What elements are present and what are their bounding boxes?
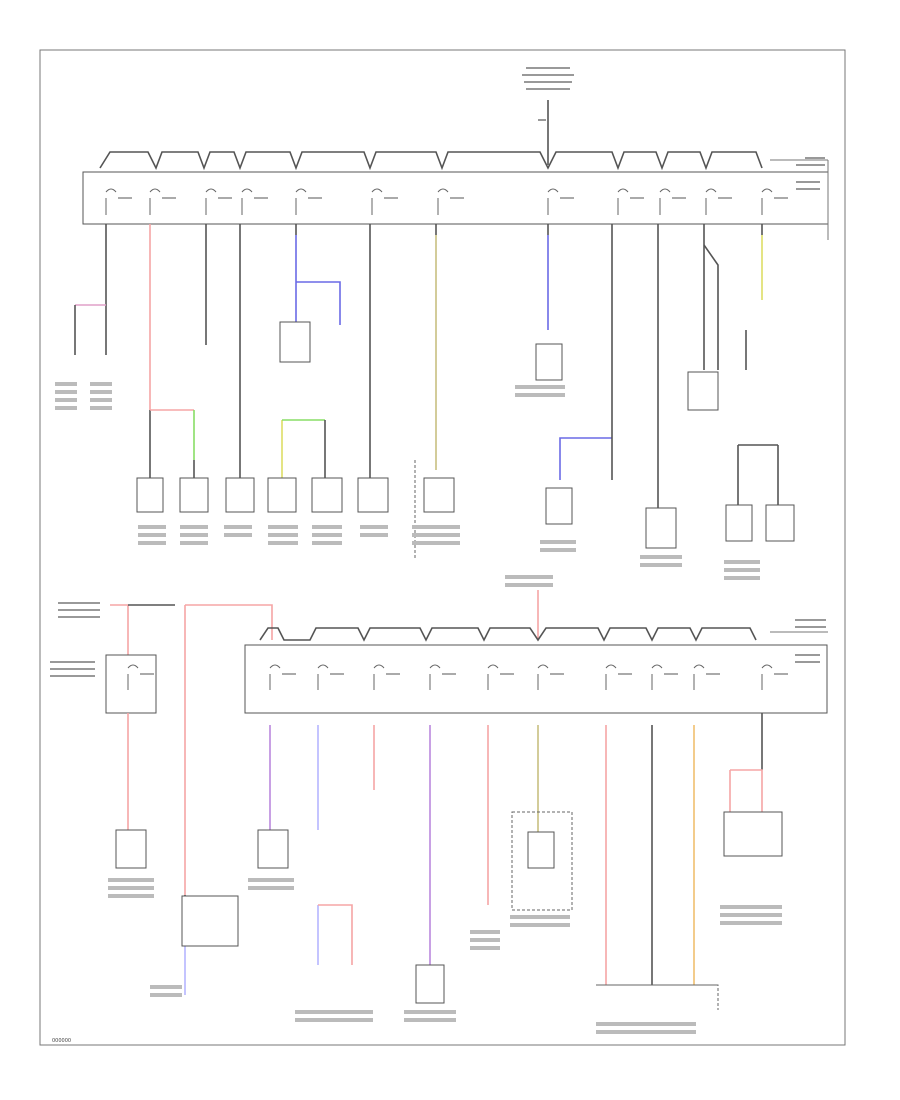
component-box [311,477,343,513]
upper-wiring [74,224,779,510]
small-fuse-block [105,654,157,714]
component-box [645,507,677,549]
component-box [545,487,573,525]
lower-fuse-panel [244,644,828,714]
fuse-10 [659,188,671,215]
fuse-1 [105,188,117,215]
fuse-11 [705,188,717,215]
component-box [136,477,164,513]
component-box [279,321,311,363]
diagram-border [39,49,846,1046]
lower-feed-wiring [110,590,539,995]
lower-fuse-bus [259,627,757,642]
fuse-2 [149,188,161,215]
component-box [687,371,719,411]
fuse-12 [761,188,773,215]
top-power-feed [520,62,576,165]
component-box [725,504,753,542]
component-box [765,504,795,542]
lower-components [115,811,783,1010]
component-box [357,477,389,513]
component-box [179,477,209,513]
fuse-4 [241,188,253,215]
lower-fuses [127,664,788,690]
faded-labels [55,382,782,1034]
fuse-3 [205,188,217,215]
diagram-ref-code: 000000 [52,1038,71,1044]
lower-wiring [127,713,763,985]
component-box [423,477,455,513]
component-box [267,477,297,513]
fuse-7 [437,188,449,215]
fuse-9 [617,188,629,215]
upper-fuses [105,188,788,215]
component-box [225,477,255,513]
fuse-6 [371,188,383,215]
fuse-8 [547,188,559,215]
component-box [535,343,563,381]
upper-components [136,321,795,560]
fuse-5 [295,188,307,215]
upper-fuse-bus [99,151,763,171]
